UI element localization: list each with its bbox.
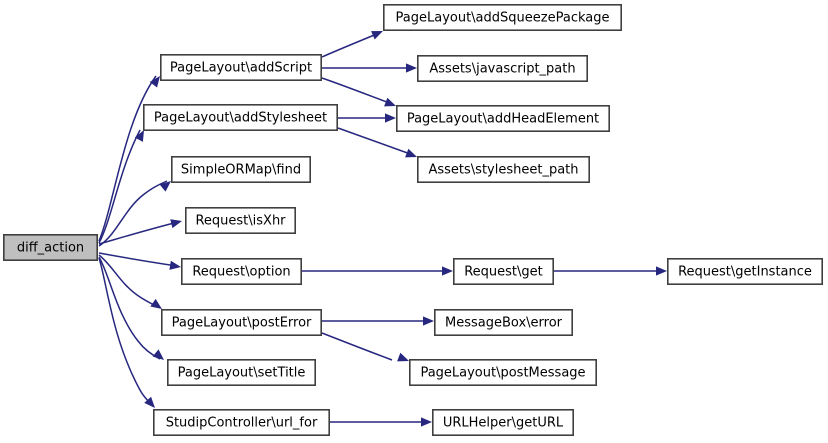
node-label: Request\option — [192, 265, 290, 280]
node-box — [395, 105, 610, 133]
node-label: PageLayout\addStylesheet — [154, 111, 327, 126]
arrowhead — [149, 76, 160, 88]
node-box — [452, 257, 554, 285]
node-box — [2, 234, 99, 262]
graph-node-get[interactable]: Request\get — [452, 257, 554, 285]
graph-node-find[interactable]: SimpleORMap\find — [171, 156, 311, 184]
node-label: Assets\stylesheet_path — [428, 163, 578, 178]
arrowhead — [421, 417, 432, 427]
arrowhead — [406, 63, 417, 73]
node-box — [160, 53, 322, 81]
node-label: PageLayout\addScript — [170, 61, 312, 76]
graph-node-diff_action[interactable]: diff_action — [2, 234, 99, 262]
arrowhead — [385, 113, 396, 123]
node-label: PageLayout\addSqueezePackage — [396, 11, 610, 26]
edges-layer — [98, 32, 663, 423]
graph-node-option[interactable]: Request\option — [181, 257, 303, 285]
arrowhead — [144, 396, 155, 408]
arrowheads-layer — [134, 31, 667, 427]
node-box — [666, 257, 823, 285]
edge-diff_action-to-addScript — [98, 75, 157, 242]
graph-node-postError[interactable]: PageLayout\postError — [161, 308, 322, 336]
edge-diff_action-to-isXhr — [98, 221, 179, 245]
node-box — [181, 257, 303, 285]
node-box — [408, 358, 597, 386]
node-box — [153, 408, 330, 436]
node-box — [143, 104, 338, 132]
graph-node-getURL[interactable]: URLHelper\getURL — [431, 408, 574, 436]
graph-node-js_path[interactable]: Assets\javascript_path — [416, 54, 588, 82]
arrowhead — [134, 130, 144, 142]
graph-node-addHead[interactable]: PageLayout\addHeadElement — [395, 105, 610, 133]
edge-addScript-to-addHead — [321, 77, 393, 105]
arrowhead — [423, 316, 434, 326]
graph-node-addScript[interactable]: PageLayout\addScript — [160, 53, 322, 81]
node-label: PageLayout\postMessage — [420, 366, 585, 381]
graph-node-addStylesheet[interactable]: PageLayout\addStylesheet — [143, 104, 338, 132]
edge-addScript-to-squeeze — [321, 32, 380, 58]
edge-addStylesheet-to-css_path — [337, 127, 414, 156]
graph-node-setTitle[interactable]: PageLayout\setTitle — [167, 358, 316, 386]
edge-diff_action-to-addStylesheet — [98, 129, 141, 244]
node-label: PageLayout\addHeadElement — [407, 112, 599, 127]
node-label: PageLayout\setTitle — [178, 366, 306, 381]
node-label: Assets\javascript_path — [429, 62, 575, 77]
graph-node-getInstance[interactable]: Request\getInstance — [666, 257, 823, 285]
arrowhead — [150, 298, 162, 309]
arrowhead — [169, 260, 181, 270]
node-label: Request\get — [464, 265, 543, 280]
node-label: MessageBox\error — [445, 316, 563, 331]
arrowhead — [405, 148, 417, 158]
node-label: SimpleORMap\find — [181, 163, 301, 178]
node-label: URLHelper\getURL — [443, 416, 564, 431]
arrowhead — [371, 31, 383, 40]
node-box — [431, 408, 574, 436]
node-label: Request\isXhr — [195, 214, 286, 229]
graph-node-url_for[interactable]: StudipController\url_for — [153, 408, 330, 436]
graph-node-isXhr[interactable]: Request\isXhr — [185, 207, 297, 235]
node-box — [167, 358, 316, 386]
graph-node-postMessage[interactable]: PageLayout\postMessage — [408, 358, 597, 386]
node-box — [382, 4, 622, 31]
edge-diff_action-to-url_for — [98, 257, 153, 406]
nodes-layer: diff_actionPageLayout\addScriptPageLayou… — [2, 4, 823, 436]
node-label: StudipController\url_for — [166, 416, 318, 431]
graph-node-css_path[interactable]: Assets\stylesheet_path — [416, 156, 590, 184]
graph-node-msgerror[interactable]: MessageBox\error — [433, 308, 573, 336]
edge-diff_action-to-find — [98, 180, 168, 247]
node-label: diff_action — [17, 241, 84, 256]
arrowhead — [170, 219, 182, 229]
arrowhead — [384, 97, 396, 107]
arrowhead — [159, 181, 171, 192]
arrowhead — [656, 266, 667, 276]
arrowhead — [442, 266, 453, 276]
arrowhead — [152, 349, 164, 360]
node-box — [433, 308, 573, 336]
node-box — [185, 207, 297, 235]
node-label: PageLayout\postError — [172, 316, 312, 331]
graph-node-squeeze[interactable]: PageLayout\addSqueezePackage — [382, 4, 622, 31]
edge-diff_action-to-setTitle — [98, 256, 161, 360]
node-label: Request\getInstance — [678, 265, 812, 280]
arrowhead — [397, 352, 409, 362]
node-box — [416, 156, 590, 184]
node-box — [161, 308, 322, 336]
edge-postError-to-postMessage — [321, 332, 393, 361]
node-box — [416, 54, 588, 82]
node-box — [171, 156, 311, 184]
edge-diff_action-to-option — [98, 252, 178, 267]
